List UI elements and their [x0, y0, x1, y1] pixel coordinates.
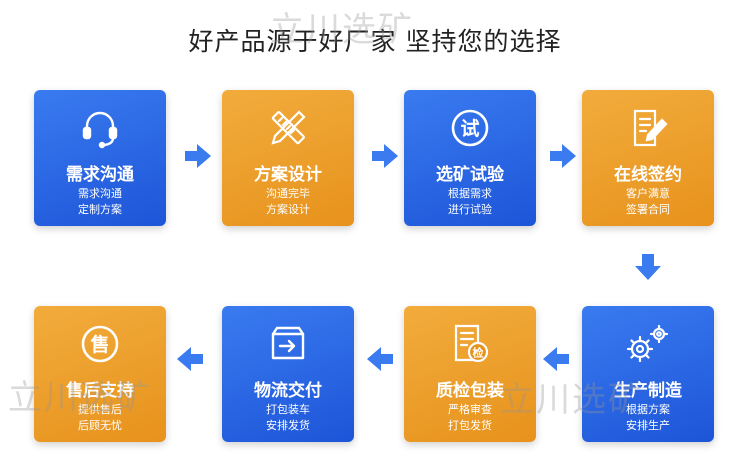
arrow-right-icon — [370, 143, 400, 173]
svg-text:售: 售 — [89, 333, 109, 356]
step-desc: 严格审查打包发货 — [448, 403, 492, 432]
step-desc: 根据需求进行试验 — [448, 187, 492, 216]
trial-badge-icon: 试 — [404, 106, 536, 150]
svg-text:检: 检 — [473, 346, 484, 360]
step-card-logistics: 物流交付 打包装车安排发货 — [222, 306, 354, 442]
step-title: 质检包装 — [436, 381, 504, 401]
step-card-design: 方案设计 沟通完毕方案设计 — [222, 90, 354, 226]
ruler-pencil-icon — [222, 106, 354, 150]
arrow-right-icon — [548, 143, 578, 173]
step-card-production: 生产制造 根据方案安排生产 — [582, 306, 714, 442]
step-desc: 需求沟通定制方案 — [78, 187, 122, 216]
step-card-contract: 在线签约 客户满意签署合同 — [582, 90, 714, 226]
headset-icon — [34, 106, 166, 150]
gears-icon — [582, 322, 714, 366]
step-title: 售后支持 — [66, 381, 134, 401]
step-title: 方案设计 — [254, 165, 322, 185]
step-card-inspection: 检 质检包装 严格审查打包发货 — [404, 306, 536, 442]
after-sales-badge-icon: 售 — [34, 322, 166, 366]
contract-pen-icon — [582, 106, 714, 150]
step-desc: 客户满意签署合同 — [626, 187, 670, 216]
inspection-doc-icon: 检 — [404, 322, 536, 366]
step-title: 需求沟通 — [66, 165, 134, 185]
step-desc: 沟通完毕方案设计 — [266, 187, 310, 216]
arrow-left-icon — [365, 346, 395, 376]
step-title: 物流交付 — [254, 381, 322, 401]
arrow-left-icon — [175, 346, 205, 376]
step-title: 生产制造 — [614, 381, 682, 401]
arrow-down-icon — [634, 252, 662, 286]
step-card-after-sales: 售 售后支持 提供售后后顾无忧 — [34, 306, 166, 442]
step-title: 选矿试验 — [436, 165, 504, 185]
step-desc: 根据方案安排生产 — [626, 403, 670, 432]
step-card-demand: 需求沟通 需求沟通定制方案 — [34, 90, 166, 226]
svg-text:试: 试 — [460, 118, 479, 140]
step-desc: 打包装车安排发货 — [266, 403, 310, 432]
step-title: 在线签约 — [614, 165, 682, 185]
arrow-right-icon — [183, 143, 213, 173]
delivery-box-icon — [222, 322, 354, 366]
page-title: 好产品源于好厂家 坚持您的选择 — [188, 27, 562, 56]
step-card-trial: 试 选矿试验 根据需求进行试验 — [404, 90, 536, 226]
step-desc: 提供售后后顾无忧 — [78, 403, 122, 432]
arrow-left-icon — [541, 346, 571, 376]
